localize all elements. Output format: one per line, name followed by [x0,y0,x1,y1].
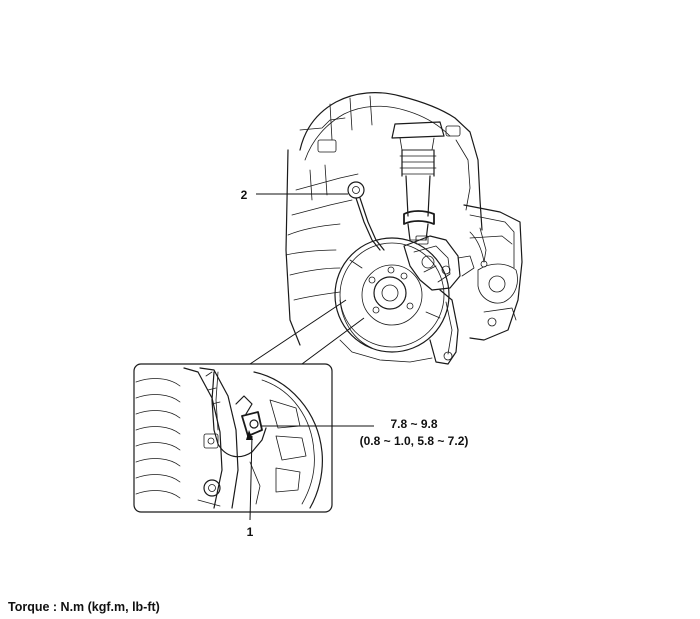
torque-units-note: Torque : N.m (kgf.m, lb-ft) [8,600,160,614]
brake-caliper [403,235,475,291]
inset-sensor-bolt [235,395,263,437]
inset-coil-spring [135,378,181,499]
main-assembly-illustration [285,92,523,365]
detail-inset [133,363,333,513]
callout-part-2: 2 [241,188,248,202]
zoom-connector [249,299,365,365]
leader-arrow-1 [246,430,253,440]
leader-part-1 [249,435,253,521]
torque-value-alt-units: (0.8 ~ 1.0, 5.8 ~ 7.2) [360,434,469,448]
inset-knuckle [183,367,239,509]
body-panel [285,92,483,346]
leader-lines [246,193,374,521]
torque-value: 7.8 ~ 9.8 [390,417,437,431]
knuckle [339,289,459,365]
sensor-harness [347,181,488,268]
brake-disc [334,237,450,353]
callout-part-1: 1 [247,525,254,539]
shock-absorber [391,121,445,241]
subframe [463,204,523,341]
